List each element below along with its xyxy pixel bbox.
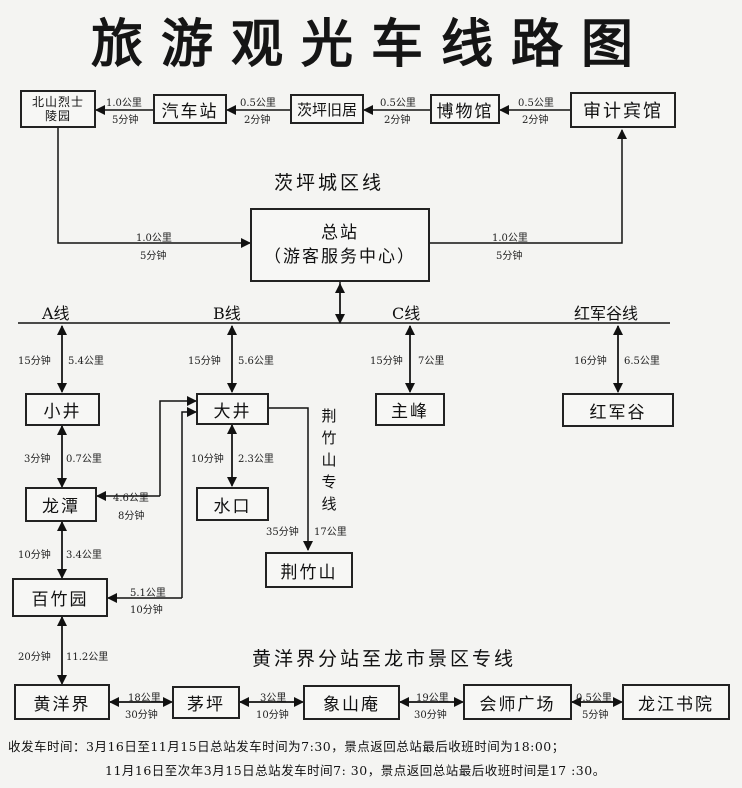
station-huishi: 会师广场: [463, 684, 572, 720]
label-distance: 19公里: [416, 693, 449, 704]
station-longtan: 龙潭: [25, 487, 97, 522]
station-shuikou: 水口: [196, 487, 269, 521]
label-time: 8分钟: [118, 511, 145, 522]
label-distance: 17公里: [314, 527, 347, 538]
station-shenji: 审计宾馆: [570, 92, 676, 128]
label-time: 2分钟: [244, 115, 271, 126]
footer-line-2: 11月16日至次年3月15日总站发车时间7: 30，景点返回总站最后收班时间是1…: [105, 763, 606, 778]
label-distance: 4.6公里: [113, 493, 149, 504]
label-time: 5分钟: [112, 115, 139, 126]
edge-beishan-zongzhan: [57, 127, 251, 248]
label-time: 3分钟: [24, 454, 51, 465]
line-label-hongjun: 红军谷线: [574, 304, 639, 323]
label-distance: 6.5公里: [624, 356, 660, 367]
label-time: 16分钟: [574, 356, 607, 367]
label-time: 10分钟: [191, 454, 224, 465]
label-time: 2分钟: [522, 115, 549, 126]
station-jingzhushan: 荆竹山: [265, 552, 353, 588]
label-distance: 18公里: [128, 693, 161, 704]
footer-line-1: 收发车时间：3月16日至11月15日总站发车时间为7:30，景点返回总站最后收班…: [8, 739, 565, 754]
label-time: 35分钟: [266, 527, 299, 538]
label-time: 30分钟: [414, 710, 447, 721]
label-distance: 3.4公里: [66, 550, 102, 561]
edge-zongzhan-shenji: [430, 129, 627, 244]
label-distance: 2.3公里: [238, 454, 274, 465]
label-distance: 5.1公里: [130, 588, 166, 599]
label-distance: 0.5公里: [576, 693, 612, 704]
zongzhan-name: 总站: [321, 223, 359, 243]
label-time: 5分钟: [582, 710, 609, 721]
station-beishan: 北山烈士陵园: [20, 90, 96, 128]
section-title-huangyang: 黄洋界分站至龙市景区专线: [252, 648, 517, 670]
label-distance: 0.5公里: [518, 98, 554, 109]
section-title-city: 茨坪城区线: [274, 172, 385, 194]
station-bowuguan: 博物馆: [430, 94, 500, 124]
label-time: 15分钟: [188, 356, 221, 367]
page-title: 旅游观光车线路图: [90, 14, 651, 75]
label-time: 10分钟: [18, 550, 51, 561]
label-distance: 0.7公里: [66, 454, 102, 465]
label-distance: 1.0公里: [136, 233, 172, 244]
station-zhufeng: 主峰: [375, 393, 445, 426]
label-distance: 7公里: [418, 356, 445, 367]
station-hongjungu: 红军谷: [562, 393, 674, 427]
station-xiangshanan: 象山庵: [303, 685, 400, 720]
label-time: 15分钟: [18, 356, 51, 367]
station-longjiang: 龙江书院: [622, 684, 730, 720]
label-time: 10分钟: [130, 605, 163, 616]
label-distance: 11.2公里: [66, 652, 109, 663]
label-distance: 0.5公里: [240, 98, 276, 109]
station-maoping: 茅坪: [172, 686, 240, 719]
line-label-b: B线: [213, 304, 241, 323]
label-distance: 3公里: [260, 693, 287, 704]
label-distance: 0.5公里: [380, 98, 416, 109]
label-time: 2分钟: [384, 115, 411, 126]
line-label-a: A线: [42, 304, 70, 323]
label-time: 20分钟: [18, 652, 51, 663]
label-time: 30分钟: [125, 710, 158, 721]
station-zongzhan: 总站 （游客服务中心）: [250, 208, 430, 282]
station-xiaojing: 小井: [25, 393, 100, 426]
label-time: 5分钟: [496, 251, 523, 262]
zongzhan-subtitle: （游客服务中心）: [264, 247, 416, 267]
station-baizhuyuan: 百竹园: [12, 578, 108, 617]
station-huangyangjie: 黄洋界: [14, 684, 110, 720]
label-distance: 5.6公里: [238, 356, 274, 367]
label-distance: 1.0公里: [492, 233, 528, 244]
label-time: 10分钟: [256, 710, 289, 721]
line-label-c: C线: [392, 304, 421, 323]
station-qichezhan: 汽车站: [153, 94, 227, 124]
label-distance: 5.4公里: [68, 356, 104, 367]
line-label-jingzhu: 荆竹山专线: [321, 407, 337, 513]
station-ciping-jiuju: 茨坪旧居: [290, 94, 364, 124]
label-distance: 1.0公里: [106, 98, 142, 109]
label-time: 15分钟: [370, 356, 403, 367]
label-time: 5分钟: [140, 251, 167, 262]
station-dajing: 大井: [196, 393, 269, 425]
